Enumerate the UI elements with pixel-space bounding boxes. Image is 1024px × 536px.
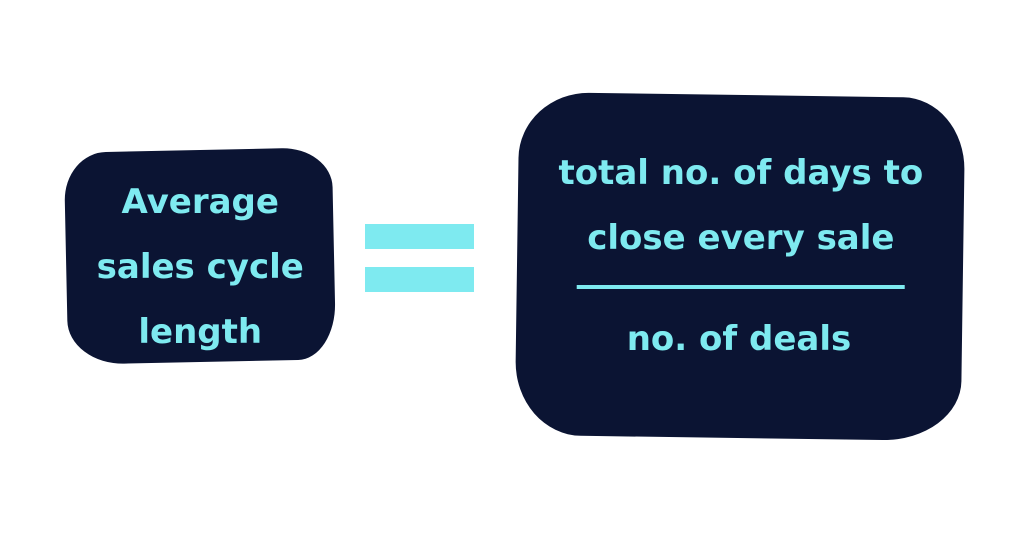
fraction-denominator: no. of deals (626, 318, 852, 359)
left-term-line-2: sales cycle (96, 246, 304, 287)
equals-bar-bottom (365, 267, 474, 292)
fraction-divider-line (576, 285, 905, 290)
left-term-box: Average sales cycle length (63, 147, 337, 365)
equals-bar-top (365, 224, 474, 249)
left-term-line-1: Average (121, 181, 279, 222)
fraction-numerator: total no. of days to close every sale (518, 141, 964, 271)
left-term-line-3: length (138, 311, 263, 352)
numerator-line-1: total no. of days to (558, 153, 924, 194)
fraction-box: total no. of days to close every sale no… (514, 91, 966, 442)
left-term-text: Average sales cycle length (66, 170, 334, 365)
numerator-line-2: close every sale (587, 218, 895, 259)
